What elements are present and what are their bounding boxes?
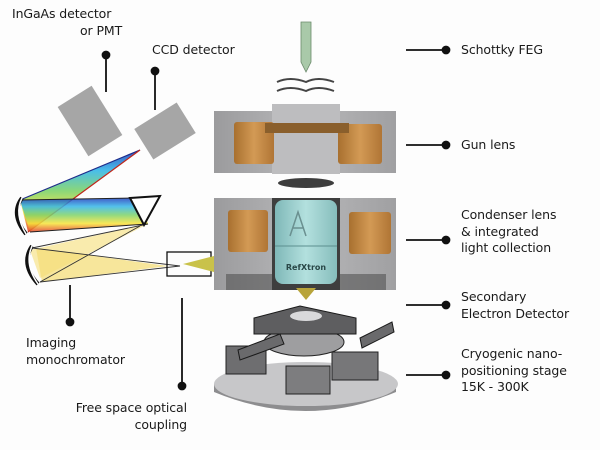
label-line: Cryogenic nano- — [461, 346, 563, 361]
label-condenser-lens: Condenser lens & integrated light collec… — [461, 207, 556, 257]
label-line: Secondary — [461, 289, 527, 304]
label-cryogenic-stage: Cryogenic nano- positioning stage 15K - … — [461, 346, 567, 396]
label-secondary-electron-detector: Secondary Electron Detector — [461, 289, 569, 322]
dispersed-spectrum — [19, 149, 149, 233]
nanopositioning-stage — [214, 305, 398, 411]
label-line: or PMT — [80, 22, 123, 38]
label-line: light collection — [461, 240, 552, 255]
label-gun-lens: Gun lens — [461, 137, 515, 154]
label-line: 15K - 300K — [461, 379, 529, 394]
feg-emitter-icon — [276, 21, 335, 93]
label-schottky-feg: Schottky FEG — [461, 42, 543, 59]
leader-lines — [65, 45, 451, 391]
label-line: Condenser lens — [461, 207, 557, 222]
label-line: InGaAs detector — [12, 6, 112, 21]
objective-brand-text: RefXtron — [286, 263, 327, 272]
label-line: Schottky FEG — [461, 42, 543, 57]
condenser-lens-block — [214, 198, 396, 300]
label-ingaas-detector: InGaAs detector or PMT — [12, 6, 122, 39]
label-line: Gun lens — [461, 137, 516, 152]
label-line: positioning stage — [461, 362, 567, 378]
upper-mirror-icon — [14, 196, 28, 236]
label-line: & integrated — [461, 223, 539, 239]
monochromator-beam — [30, 223, 181, 283]
label-line: CCD detector — [152, 42, 235, 57]
label-line: coupling — [134, 416, 187, 432]
label-ccd-detector: CCD detector — [152, 42, 235, 59]
label-line: Imaging — [26, 335, 77, 350]
label-line: Free space optical — [75, 400, 187, 415]
label-line: Electron Detector — [461, 305, 570, 321]
label-free-space-coupling: Free space optical coupling — [52, 400, 187, 433]
gun-lens-block — [214, 104, 396, 188]
label-line: monochromator — [26, 351, 125, 367]
ccd-detector-icon — [134, 102, 196, 160]
label-imaging-monochromator: Imaging monochromator — [26, 335, 125, 368]
ingaas-detector-icon — [57, 85, 123, 157]
grating-prism-icon — [128, 194, 162, 228]
lower-mirror-icon — [25, 244, 40, 286]
